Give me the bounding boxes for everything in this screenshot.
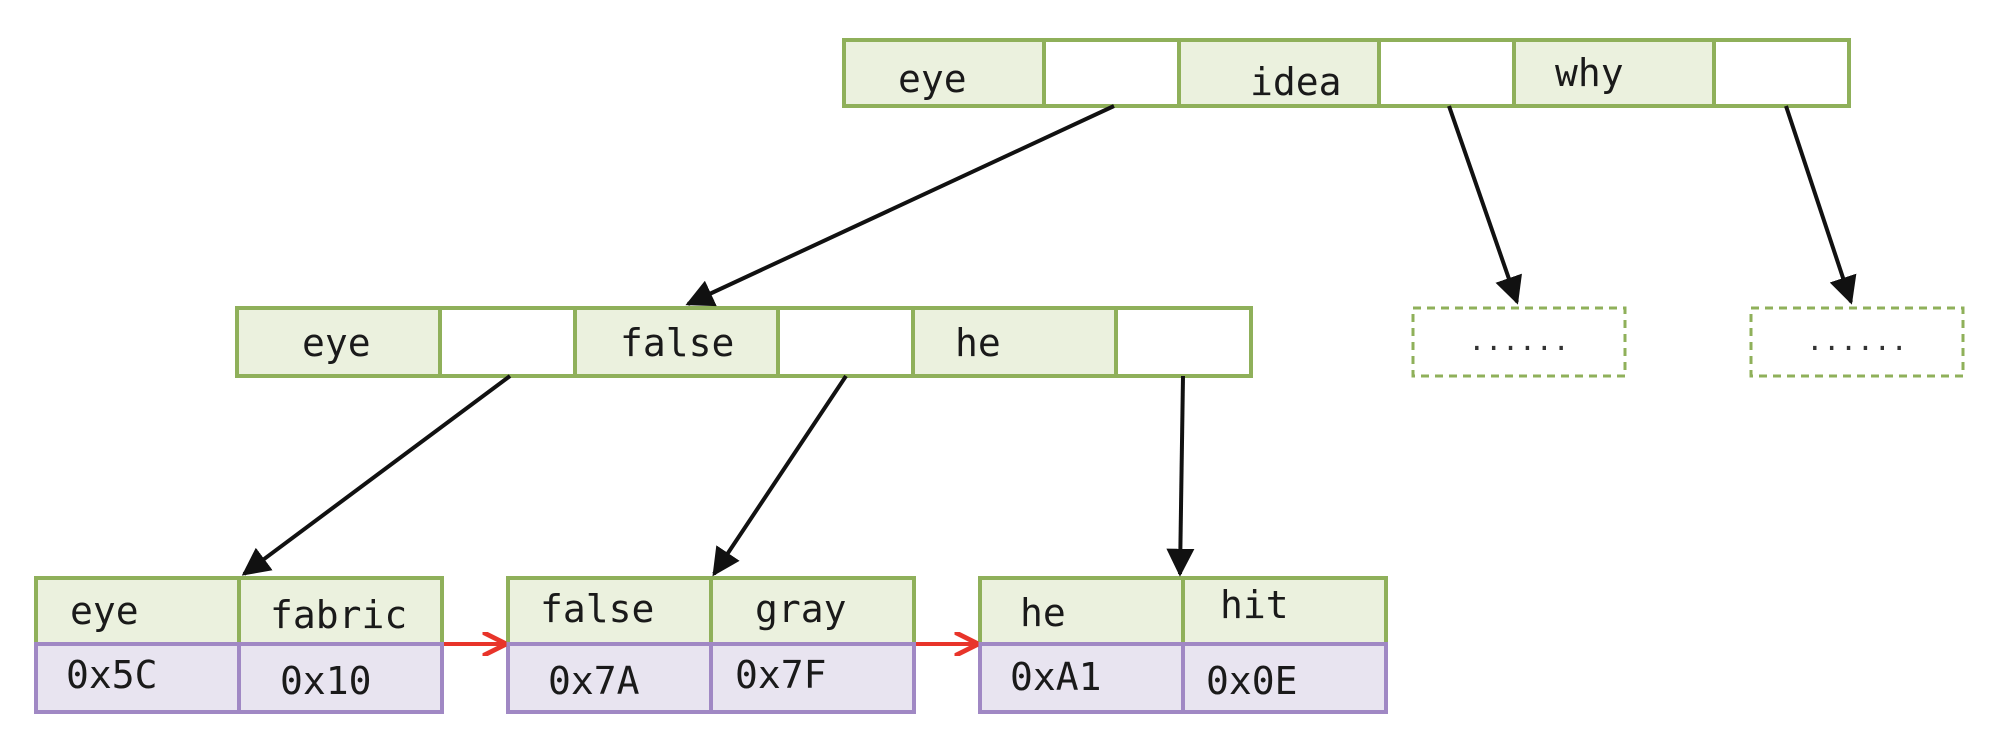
root-pointer-cell-1 xyxy=(1042,38,1181,108)
placeholder-node-2: ...... xyxy=(1749,306,1965,378)
internal-key-3: he xyxy=(955,321,1001,365)
leaf-2-addr-2: 0x7F xyxy=(735,653,827,697)
root-node: eye idea why xyxy=(842,38,1851,108)
leaf-1-key-2: fabric xyxy=(270,593,407,637)
leaf-node-1: eye fabric 0x5C 0x10 xyxy=(34,576,444,714)
root-key-1: eye xyxy=(898,57,967,101)
root-pointer-cell-3 xyxy=(1712,38,1851,108)
leaf-1-addr-2: 0x10 xyxy=(280,659,372,703)
root-key-3: why xyxy=(1555,51,1624,95)
internal-pointer-cell-2 xyxy=(776,306,915,378)
internal-node: eye false he xyxy=(235,306,1253,378)
placeholder-node-1: ...... xyxy=(1411,306,1627,378)
leaf-2-key-1: false xyxy=(540,587,654,631)
root-key-cell-2 xyxy=(1177,38,1381,108)
internal-key-2: false xyxy=(620,321,734,365)
arrow-root-to-placeholder-1 xyxy=(1447,105,1522,305)
leaf-3-addr-1: 0xA1 xyxy=(1010,655,1102,699)
placeholder-text-2: ...... xyxy=(1806,324,1907,357)
internal-key-cell-2 xyxy=(573,306,780,378)
arrow-root-to-internal xyxy=(685,104,1115,307)
root-key-2: idea xyxy=(1250,60,1342,104)
root-key-cell-3 xyxy=(1512,38,1716,108)
root-key-cell-1 xyxy=(842,38,1046,108)
leaf-1-addr-1: 0x5C xyxy=(66,653,158,697)
arrow-root-to-placeholder-2 xyxy=(1784,105,1857,305)
leaf-node-2: false gray 0x7A 0x7F xyxy=(506,576,916,714)
internal-key-cell-3 xyxy=(911,306,1118,378)
arrow-internal-to-leaf-2 xyxy=(712,374,848,577)
internal-pointer-cell-3 xyxy=(1114,306,1253,378)
leaf-1-key-1: eye xyxy=(70,589,139,633)
placeholder-text-1: ...... xyxy=(1468,324,1569,357)
arrow-internal-to-leaf-3 xyxy=(1166,375,1195,577)
leaf-node-3: he hit 0xA1 0x0E xyxy=(978,576,1388,714)
internal-key-1: eye xyxy=(302,321,371,365)
leaf-2-addr-1: 0x7A xyxy=(548,659,640,703)
internal-pointer-cell-1 xyxy=(438,306,577,378)
leaf-3-key-1: he xyxy=(1020,591,1066,635)
root-pointer-cell-2 xyxy=(1377,38,1516,108)
leaf-2-key-2: gray xyxy=(755,587,847,631)
leaf-3-key-2: hit xyxy=(1220,583,1289,627)
leaf-3-addr-2: 0x0E xyxy=(1206,659,1298,703)
arrow-internal-to-leaf-1 xyxy=(241,374,512,576)
